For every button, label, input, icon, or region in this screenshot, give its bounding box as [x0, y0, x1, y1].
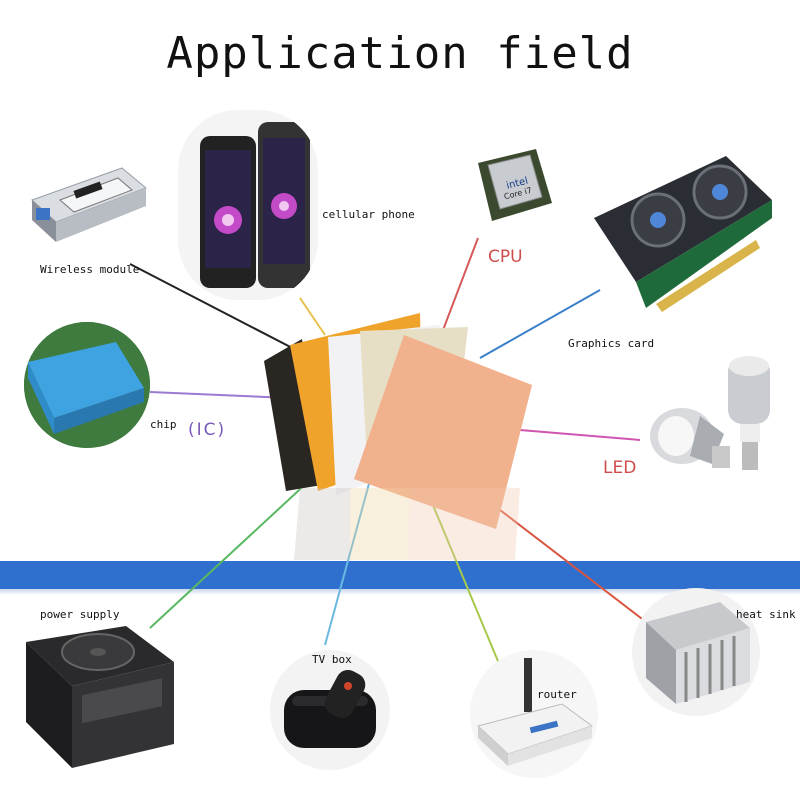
blue-band [0, 561, 800, 589]
power-supply-label: power supply [40, 608, 120, 621]
line-psu [149, 479, 311, 629]
tv-box-label: TV box [312, 653, 352, 666]
heatsink-icon [632, 588, 760, 716]
thermal-sheets [262, 305, 542, 535]
cellular-phone-label: cellular phone [322, 208, 415, 221]
line-wireless [129, 263, 301, 353]
led-icon [646, 350, 786, 490]
phone-icon [178, 110, 318, 300]
line-led [519, 429, 641, 441]
band-shadow [0, 589, 800, 595]
router-icon [470, 650, 598, 778]
line-cpu [439, 237, 479, 339]
line-chip [149, 391, 291, 399]
page-title: Application field [166, 28, 634, 79]
tvbox-icon [270, 650, 390, 770]
heat-sink-label: heat sink [736, 608, 796, 621]
ic-label: (IC) [188, 420, 227, 440]
graphics-card-label: Graphics card [568, 337, 655, 350]
led-label: LED [603, 458, 637, 478]
chip-label: chip [150, 418, 177, 431]
chip-icon [24, 322, 150, 448]
line-router [424, 485, 511, 691]
svg-text:intel: intel [505, 176, 529, 192]
line-heatsink [499, 509, 651, 626]
router-label: router [537, 688, 577, 701]
module-icon [22, 150, 152, 250]
line-tvbox [324, 479, 371, 646]
psu-icon [22, 622, 178, 772]
wireless-module-label: Wireless module [40, 263, 140, 276]
gpu-icon [586, 148, 776, 328]
sheets-reflection [290, 488, 530, 560]
line-phone [299, 297, 326, 336]
cpu-icon: intel Core i7 [466, 143, 556, 233]
line-graphics [479, 289, 601, 359]
cpu-label: CPU [488, 247, 523, 267]
